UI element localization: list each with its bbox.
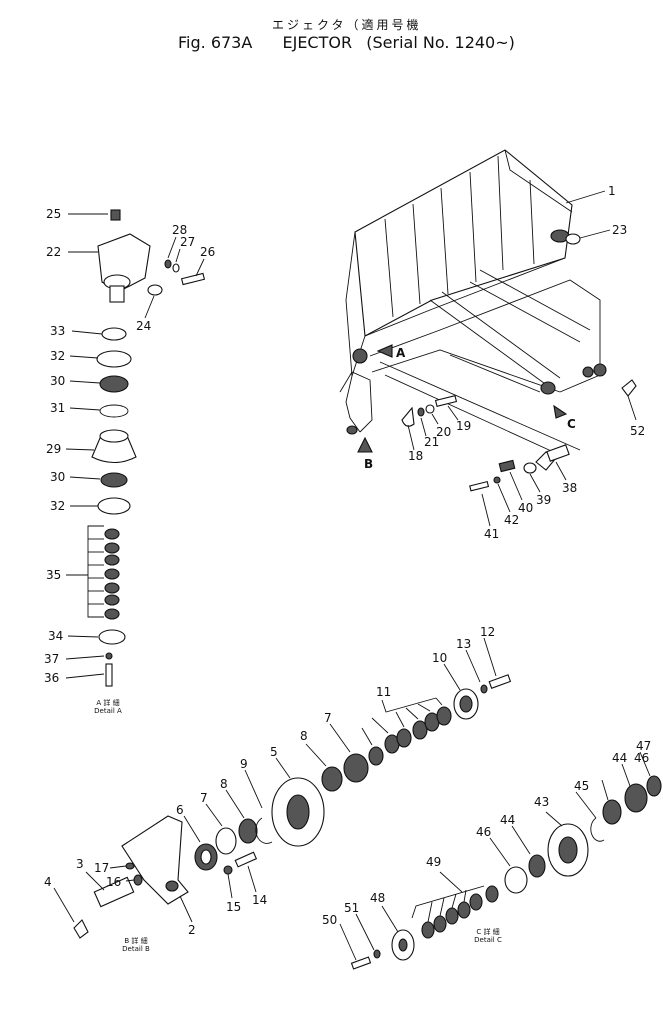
detail-c-caption: C 詳 細 Detail C [458, 928, 518, 944]
callout-15: 15 [226, 900, 241, 914]
callout-33: 33 [50, 324, 65, 338]
callout-27: 27 [180, 235, 195, 249]
callout-5: 5 [270, 745, 278, 759]
callout-42: 42 [504, 513, 519, 527]
callout-39: 39 [536, 493, 551, 507]
callout-22: 22 [46, 245, 61, 259]
callout-18: 18 [408, 449, 423, 463]
callout-35: 35 [46, 568, 61, 582]
svg-text:A: A [396, 346, 406, 360]
detail-c-caption-jp: C 詳 細 [476, 928, 500, 936]
serial-range: (Serial No. 1240~) [366, 33, 515, 52]
detail-a-caption-en: Detail A [94, 707, 122, 715]
callout-8b: 8 [300, 729, 308, 743]
callout-50: 50 [322, 913, 337, 927]
callout-3: 3 [76, 857, 84, 871]
callout-19: 19 [456, 419, 471, 433]
callout-32b: 32 [50, 499, 65, 513]
callout-32a: 32 [50, 349, 65, 363]
callout-34: 34 [48, 629, 63, 643]
callout-1: 1 [608, 184, 616, 198]
callout-41: 41 [484, 527, 499, 541]
callout-46a: 46 [476, 825, 491, 839]
leader-lines-detail-a [65, 190, 637, 679]
figure-number: Fig. 673A [178, 33, 253, 52]
callout-10: 10 [432, 651, 447, 665]
callout-16: 16 [106, 875, 121, 889]
bearing-stack-35 [104, 528, 120, 620]
callout-14: 14 [252, 893, 267, 907]
callout-21: 21 [424, 435, 439, 449]
svg-text:B: B [364, 457, 373, 471]
pin-assembly-parts [401, 395, 570, 492]
detail-a-parts [91, 209, 206, 687]
callout-23: 23 [612, 223, 627, 237]
view-marker-a: A [376, 344, 406, 360]
figure-title: Fig. 673A EJECTOR (Serial No. 1240~) [178, 33, 515, 52]
detail-b-caption: B 詳 細 Detail B [106, 937, 166, 953]
callout-12: 12 [480, 625, 495, 639]
callout-52: 52 [630, 424, 645, 438]
view-marker-b: B [357, 436, 373, 471]
callout-28: 28 [172, 223, 187, 237]
detail-b-caption-jp: B 詳 細 [124, 937, 148, 945]
callout-9: 9 [240, 757, 248, 771]
detail-b-parts [73, 674, 512, 939]
title-japanese: エジェクタ（適用号機 [272, 18, 422, 32]
ejector-frame-drawing [339, 149, 637, 456]
callout-38: 38 [562, 481, 577, 495]
callout-46b-label: 46 [634, 751, 649, 765]
detail-a-caption-jp: A 詳 細 [96, 699, 120, 707]
callout-25: 25 [46, 207, 61, 221]
callout-7a: 7 [200, 791, 208, 805]
view-marker-c: C [553, 404, 576, 431]
callout-29: 29 [46, 442, 61, 456]
callout-11: 11 [376, 685, 391, 699]
callout-30b: 30 [50, 470, 65, 484]
callout-31: 31 [50, 401, 65, 415]
callout-20: 20 [436, 425, 451, 439]
callout-43: 43 [534, 795, 549, 809]
callout-4: 4 [44, 875, 52, 889]
callout-26: 26 [200, 245, 215, 259]
callout-numbers: 1 23 52 25 22 28 27 26 24 33 32 30 31 29… [44, 184, 651, 937]
callout-47: 47 [636, 739, 651, 753]
callout-30a: 30 [50, 374, 65, 388]
leader-lines-pin-assembly [407, 405, 567, 527]
callout-44a: 44 [500, 813, 515, 827]
callout-45: 45 [574, 779, 589, 793]
callout-2: 2 [188, 923, 196, 937]
leader-lines-detail-b [53, 637, 497, 923]
detail-c-parts [350, 775, 662, 970]
part-name: EJECTOR [282, 33, 353, 52]
callout-51: 51 [344, 901, 359, 915]
detail-b-caption-en: Detail B [122, 945, 150, 953]
callout-7b: 7 [324, 711, 332, 725]
callout-36: 36 [44, 671, 59, 685]
callout-6: 6 [176, 803, 184, 817]
callout-17: 17 [94, 861, 109, 875]
callout-40: 40 [518, 501, 533, 515]
callout-48: 48 [370, 891, 385, 905]
leader-lines-detail-c [339, 751, 651, 961]
detail-c-caption-en: Detail C [474, 936, 502, 944]
callout-13: 13 [456, 637, 471, 651]
callout-44b: 44 [612, 751, 627, 765]
callout-8a: 8 [220, 777, 228, 791]
detail-a-caption: A 詳 細 Detail A [78, 699, 138, 715]
callout-37: 37 [44, 652, 59, 666]
callout-49: 49 [426, 855, 441, 869]
callout-24: 24 [136, 319, 151, 333]
svg-text:C: C [567, 417, 576, 431]
